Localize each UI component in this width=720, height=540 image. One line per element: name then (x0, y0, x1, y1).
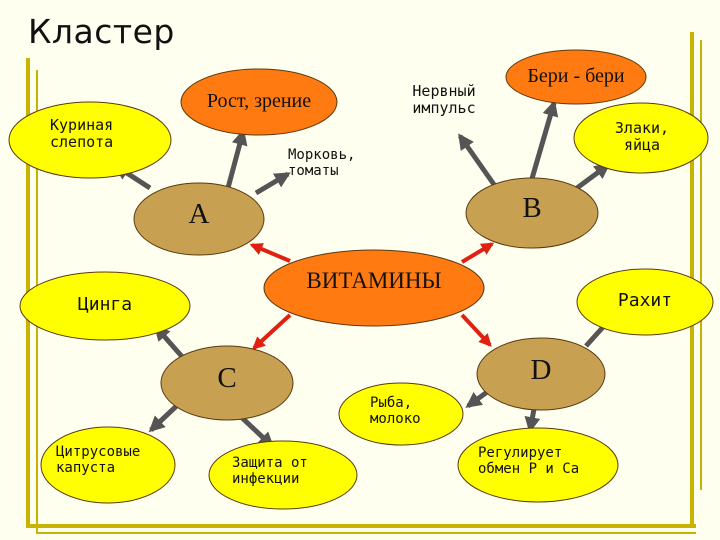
label-rost: Рост, зрение (206, 90, 312, 112)
oval-rost (180, 68, 338, 136)
vitamin-arrows (249, 242, 495, 350)
arrow-c-to-tsinga (153, 324, 187, 362)
arrow-vitamins-to-c (252, 313, 292, 350)
oval-tsitrus (40, 426, 176, 504)
label-rahit: Рахит (617, 290, 673, 311)
oval-b (465, 177, 599, 249)
oval-reg (457, 427, 619, 503)
ovals (8, 49, 714, 510)
arrow-b-to-nerv (457, 133, 498, 188)
oval-zashita (208, 440, 358, 510)
label-zlaki: Злаки, яйца (614, 119, 670, 154)
arrow-b-to-zlaki (575, 162, 611, 191)
label-zashita: Защита от инфекции (232, 455, 308, 487)
label-nerv: Нервный импульс (412, 82, 476, 117)
oval-d (476, 337, 606, 411)
label-ryba: Рыба, молоко (370, 395, 421, 427)
label-tsinga: Цинга (77, 294, 133, 315)
oval-vitamins (263, 249, 485, 327)
arrow-b-to-beri (528, 99, 559, 183)
oval-ryba (338, 382, 464, 446)
label-tsitrus: Цитрусовые капуста (56, 444, 141, 476)
arrow-a-to-rost (225, 128, 248, 189)
oval-c (160, 345, 294, 421)
oval-zlaki (573, 102, 709, 174)
label-morkov: Морковь, томаты (288, 147, 356, 179)
slide-title: Кластер (28, 12, 175, 51)
oval-kurin (8, 101, 172, 179)
connector-arrows (113, 99, 616, 449)
oval-beri (505, 49, 647, 105)
arrow-vitamins-to-d (460, 313, 492, 347)
label-vitamin-a: А (188, 198, 210, 230)
arrow-a-to-morkov (254, 171, 291, 196)
label-vitamin-c: С (217, 362, 237, 394)
label-vitamins: ВИТАМИНЫ (306, 268, 442, 293)
oval-rahit (576, 268, 714, 336)
label-vitamin-b: В (522, 192, 542, 224)
oval-a (133, 182, 265, 256)
label-beri: Бери - бери (527, 65, 625, 87)
label-vitamin-d: D (530, 354, 552, 386)
label-reg: Регулирует обмен Р и Са (478, 445, 580, 477)
label-kurin: Куриная слепота (50, 116, 114, 151)
oval-tsinga (19, 271, 191, 341)
arrow-vitamins-to-b (460, 242, 495, 264)
arrow-vitamins-to-a (249, 243, 291, 263)
